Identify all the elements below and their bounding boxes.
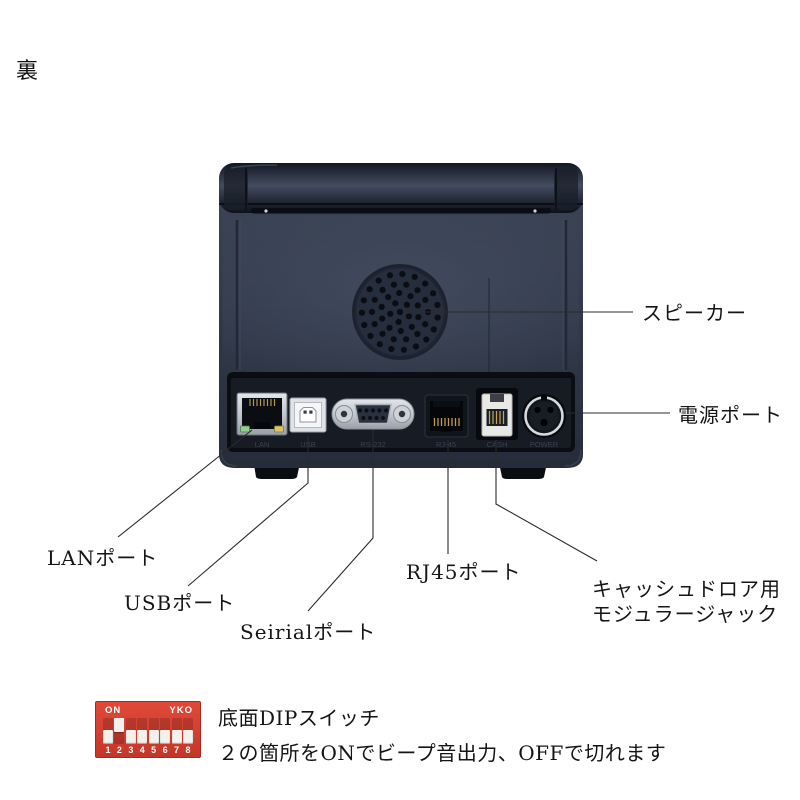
- cash-drawer-label-line2: モジュラージャック: [592, 601, 779, 626]
- lan-port: [236, 392, 288, 436]
- svg-text:RJ-45: RJ-45: [436, 440, 456, 449]
- dip-num-8: 8: [185, 745, 191, 755]
- dip-brand-label: YKO: [169, 705, 193, 716]
- svg-text:RS-232: RS-232: [360, 440, 385, 449]
- dip-knob-4: [137, 730, 148, 744]
- svg-text:POWER: POWER: [530, 440, 559, 449]
- rj45-port-label: RJ45ポート: [406, 560, 522, 584]
- cash-drawer-label: キャッシュドロア用 モジュラージャック: [592, 577, 781, 626]
- dip-knob-2: [114, 718, 125, 732]
- power-port-label: 電源ポート: [678, 403, 783, 427]
- lan-led-green: [240, 425, 250, 433]
- lan-port-label: LANポート: [47, 546, 159, 570]
- dip-slot: [137, 718, 148, 744]
- speaker-label: スピーカー: [642, 301, 747, 325]
- dip-num-2: 2: [116, 745, 122, 755]
- dip-switch-header: ON YKO: [96, 705, 200, 716]
- dip-knob-3: [125, 730, 136, 744]
- serial-port-label: Seirialポート: [240, 620, 377, 644]
- serial-port: [331, 398, 415, 430]
- dip-knob-7: [171, 730, 182, 744]
- lan-led-amber: [274, 425, 284, 433]
- dip-caption-title: 底面DIPスイッチ: [218, 706, 380, 730]
- dip-switch: ON YKO 1 2 3 4 5 6 7 8: [95, 701, 201, 758]
- cash-drawer-jack: [476, 388, 518, 440]
- dip-num-6: 6: [162, 745, 168, 755]
- dip-slot: [103, 718, 113, 744]
- printer-rear-illustration: LAN USB RS-232 RJ-45 CASH POWER: [219, 163, 583, 479]
- dip-knob-5: [148, 730, 159, 744]
- dip-knob-8: [182, 730, 193, 744]
- dip-num-7: 7: [174, 745, 180, 755]
- dip-slot: [171, 718, 182, 744]
- cash-drawer-label-line1: キャッシュドロア用: [592, 577, 781, 601]
- dip-num-1: 1: [105, 745, 111, 755]
- dip-num-4: 4: [139, 745, 145, 755]
- dip-knob-6: [160, 730, 171, 744]
- dip-num-5: 5: [151, 745, 157, 755]
- dip-slot: [182, 718, 193, 744]
- printer-lid: [219, 163, 583, 213]
- dip-slot: [148, 718, 159, 744]
- dip-caption-note: ２の箇所をONでビープ音出力、OFFで切れます: [218, 741, 667, 765]
- dip-num-3: 3: [128, 745, 134, 755]
- paper-slit: [251, 208, 551, 214]
- dip-on-label: ON: [105, 705, 122, 716]
- dip-slot: [125, 718, 136, 744]
- dip-slot: [114, 718, 125, 744]
- dip-slot: [160, 718, 171, 744]
- svg-text:USB: USB: [300, 440, 315, 449]
- speaker-grille: [352, 264, 448, 360]
- speaker-holes: [358, 271, 441, 353]
- dip-switch-numbers: 1 2 3 4 5 6 7 8: [103, 745, 193, 755]
- usb-port: [289, 397, 327, 433]
- svg-text:CASH: CASH: [487, 440, 508, 449]
- power-port: [522, 394, 566, 438]
- back-side-label: 裏: [16, 59, 39, 84]
- dip-switch-row: [103, 718, 193, 744]
- usb-port-label: USBポート: [124, 591, 236, 615]
- rj45-port: [424, 394, 469, 438]
- dip-knob-1: [103, 730, 113, 744]
- svg-text:LAN: LAN: [255, 440, 270, 449]
